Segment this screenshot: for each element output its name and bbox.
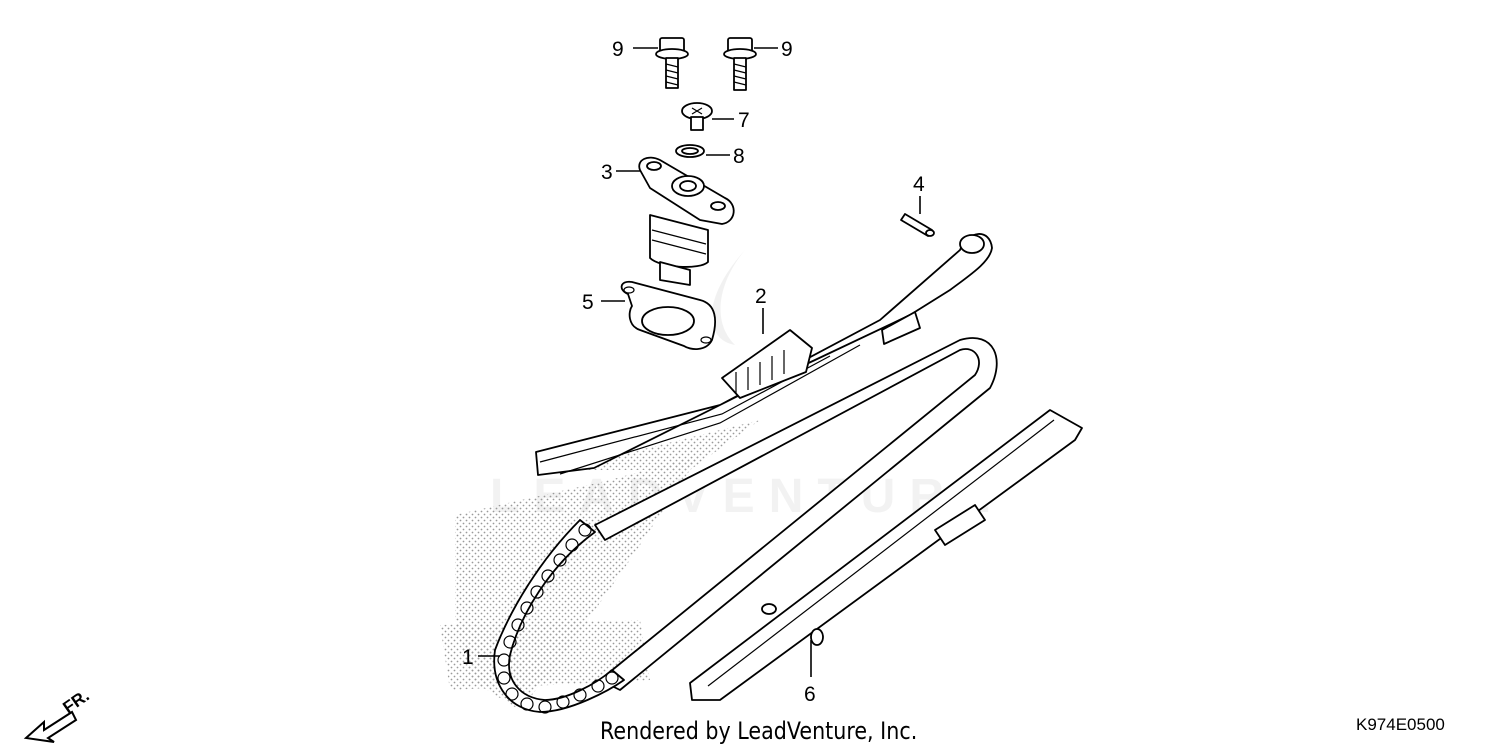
bolt-left — [655, 37, 689, 89]
callout-9-left: 9 — [612, 38, 624, 61]
callout-1: 1 — [462, 646, 474, 669]
callout-3: 3 — [601, 161, 613, 184]
front-direction-label: FR. — [59, 686, 92, 717]
callout-8: 8 — [733, 145, 745, 168]
gasket — [620, 280, 716, 350]
callout-9-right: 9 — [781, 38, 793, 61]
callout-7: 7 — [738, 109, 750, 132]
o-ring — [675, 144, 705, 158]
diagram-code: K974E0500 — [1356, 715, 1445, 734]
callout-6: 6 — [804, 683, 816, 706]
pin — [900, 213, 935, 237]
bolt-right — [723, 37, 757, 91]
render-credit: Rendered by LeadVenture, Inc. — [600, 717, 918, 745]
cam-chain — [493, 337, 998, 714]
callout-4: 4 — [913, 173, 925, 196]
front-direction-arrow-icon: FR. — [23, 686, 93, 743]
tensioner-slipper — [535, 233, 993, 476]
callout-2: 2 — [755, 285, 767, 308]
screw — [681, 102, 713, 131]
leader-lines — [478, 47, 921, 677]
chain-guide — [689, 409, 1083, 701]
callout-5: 5 — [582, 291, 594, 314]
tensioner-lifter — [638, 156, 735, 286]
